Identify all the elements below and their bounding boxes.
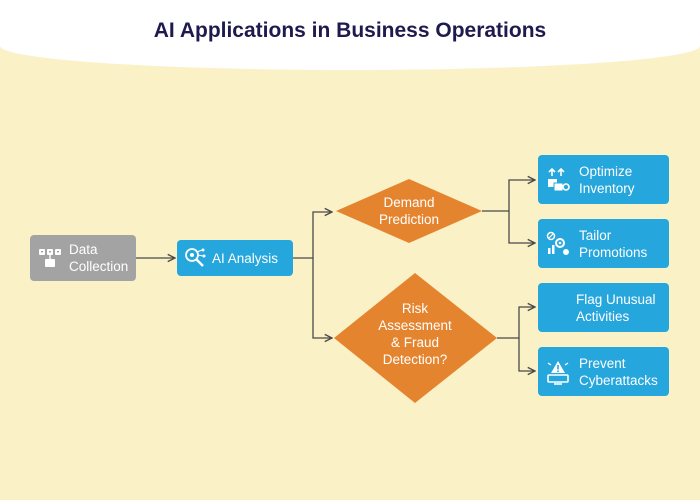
node-tailor-promotions: Tailor Promotions [538, 219, 669, 268]
connector-demand-to-promotions [508, 211, 535, 243]
title-band [0, 0, 700, 70]
database-icon [37, 247, 63, 269]
node-label: Flag Unusual Activities [576, 291, 656, 324]
diamond-risk-assessment [334, 273, 497, 403]
promotion-gear-icon [545, 231, 571, 257]
node-flag-unusual-activities: Flag Unusual Activities [538, 283, 669, 332]
connector-risk-to-flag [497, 307, 535, 339]
label-demand-prediction: Demand Prediction [378, 195, 440, 227]
connector-risk-to-prevent [518, 338, 535, 371]
connector-analysis-split [293, 212, 332, 259]
magnifier-network-icon [183, 247, 207, 269]
connector-analysis-to-risk [312, 258, 332, 338]
page-title: AI Applications in Business Operations [153, 19, 547, 42]
warning-monitor-icon [545, 359, 571, 385]
connector-demand-to-inventory [482, 180, 535, 212]
diamond-demand-prediction [336, 179, 482, 243]
node-ai-analysis: AI Analysis [177, 240, 293, 276]
node-prevent-cyberattacks: Prevent Cyberattacks [538, 347, 669, 396]
node-label: Optimize Inventory [579, 163, 635, 196]
node-label: Data Collection [69, 242, 129, 274]
node-label: Prevent Cyberattacks [579, 355, 658, 388]
node-label: Tailor Promotions [579, 227, 648, 260]
node-data-collection: Data Collection [30, 235, 136, 281]
label-risk-assessment: Risk Assessment & Fraud Detection? [378, 301, 452, 367]
boxes-arrows-icon [545, 167, 571, 193]
node-label: AI Analysis [212, 250, 279, 266]
node-optimize-inventory: Optimize Inventory [538, 155, 669, 204]
